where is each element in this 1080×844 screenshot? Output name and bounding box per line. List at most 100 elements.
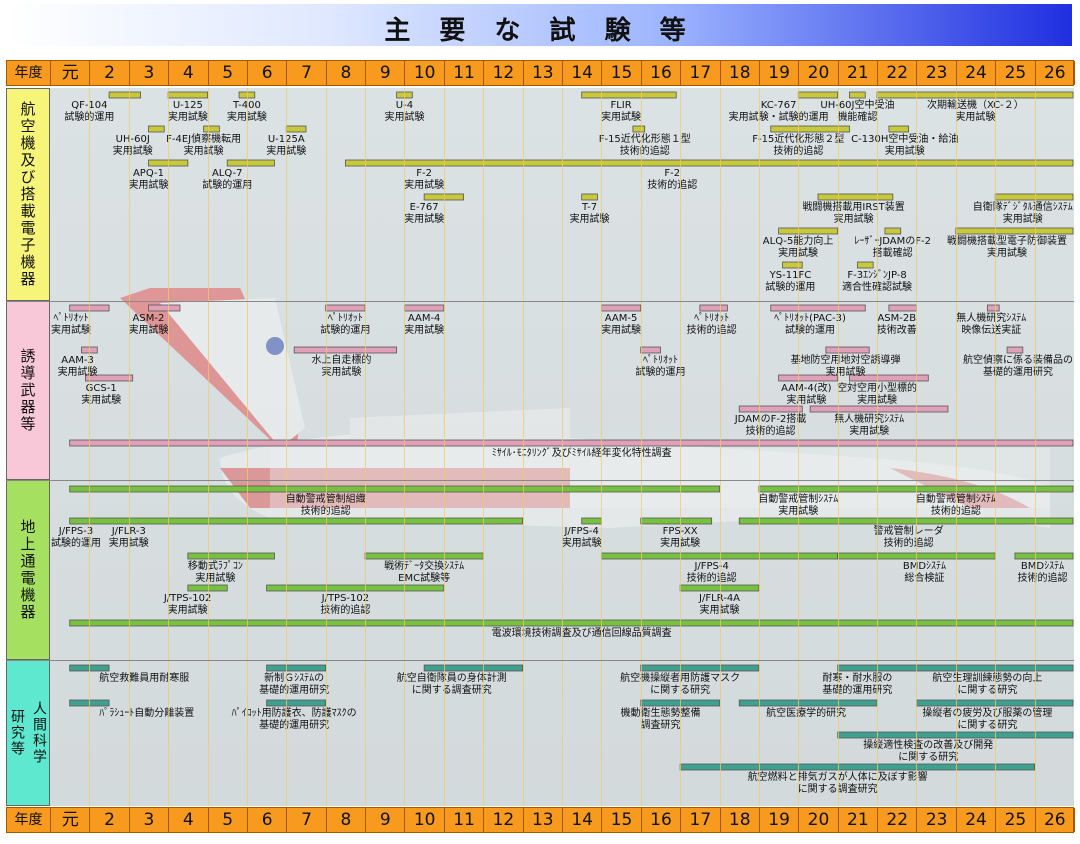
test-item-label: C-130H空中受油・給油 実用試験 xyxy=(851,134,959,157)
test-period-bar xyxy=(884,227,902,235)
year-header-label: 年度 xyxy=(7,61,51,85)
test-period-bar xyxy=(986,304,1000,312)
test-item-label: ﾍﾟﾄﾘｵｯﾄ 試験的運用 xyxy=(320,313,371,336)
year-cell: 6 xyxy=(248,61,288,85)
year-gridline xyxy=(168,88,170,806)
test-item-label: ﾍﾟﾄﾘｵｯﾄ(PAC-3) 試験的運用 xyxy=(774,313,846,336)
year-cell: 24 xyxy=(957,61,997,85)
test-item-label: J/TPS-102 技術的追認 xyxy=(320,593,371,616)
year-gridline xyxy=(601,88,603,806)
year-gridline xyxy=(207,88,209,806)
test-item-label: ﾊﾟｲﾛｯﾄ用防護衣、防護ﾏｽｸの 基礎的運用研究 xyxy=(231,708,357,731)
year-gridline xyxy=(483,88,485,806)
test-item-label: T-7 実用試験 xyxy=(569,202,610,225)
test-item-label: APQ-1 実用試験 xyxy=(128,168,169,191)
test-item-label: JDAMのF-2搭載 技術的追認 xyxy=(734,414,807,437)
title-banner: 主 要 な 試 験 等 xyxy=(8,4,1072,46)
year-cell: 14 xyxy=(563,61,603,85)
year-gridline xyxy=(365,88,367,806)
test-item-label: 航空医療学的研究 xyxy=(766,708,847,719)
year-cell: 23 xyxy=(917,808,957,832)
year-gridline xyxy=(404,88,406,806)
test-item-label: ﾍﾟﾄﾘｵｯﾄ 技術的追認 xyxy=(686,313,737,336)
year-cell: 12 xyxy=(484,808,524,832)
test-item-label: 耐寒・耐水服の 基礎的運用研究 xyxy=(822,673,893,696)
test-item-label: ALQ-5能力向上 実用試験 xyxy=(763,236,834,260)
test-item-label: AAM-4(改) 実用試験 xyxy=(781,383,832,406)
test-item-label: 水上自走標的 実用試験 xyxy=(311,355,372,378)
test-period-bar xyxy=(856,261,874,269)
category-ground: 地上通電機器 xyxy=(6,480,50,660)
test-item-label: F-4EJ偵察機転用 実用試験 xyxy=(166,134,242,157)
year-gridline xyxy=(443,88,445,806)
year-cell: 22 xyxy=(878,61,918,85)
year-cell: 13 xyxy=(524,808,563,832)
test-period-bar xyxy=(1014,552,1074,560)
year-cell: 17 xyxy=(681,61,721,85)
test-item-label: 基地防空用地対空誘導弾 実用試験 xyxy=(790,355,901,378)
test-item-label: 警戒管制レーダ 技術的追認 xyxy=(873,526,944,549)
test-item-label: BMDｼｽﾃﾑ 総合検証 xyxy=(902,561,947,584)
test-item-label: KC-767 実用試験・試験的運用 xyxy=(728,100,829,123)
test-item-label: ﾊﾟﾗｼｭｰﾄ自動分離装置 xyxy=(99,708,195,719)
test-item-label: UH-60J空中受油 機能確認 xyxy=(820,100,895,123)
test-item-label: ﾐｻｲﾙ･ﾓﾆﾀﾘﾝｸﾞ及びﾐｻｲﾙ経年変化特性調査 xyxy=(491,448,672,459)
test-item-label: 電波環境技術調査及び通信回線品質調査 xyxy=(491,628,672,639)
test-item-label: ALQ-7 試験的運用 xyxy=(202,168,253,191)
year-gridline xyxy=(1034,88,1036,806)
year-cell: 26 xyxy=(1036,808,1075,832)
category-guided-label: 誘導武器等 xyxy=(18,348,37,433)
test-period-bar xyxy=(581,193,598,201)
year-cell: 13 xyxy=(524,61,563,85)
test-item-label: AAM-5 実用試験 xyxy=(601,313,642,336)
test-period-bar xyxy=(226,159,275,167)
year-gridline xyxy=(640,88,642,806)
test-item-label: F-2 技術的追認 xyxy=(647,168,698,191)
test-item-label: E-767 実用試験 xyxy=(404,202,445,225)
year-cell: 5 xyxy=(209,808,248,832)
test-item-label: J/FPS-4 技術的追認 xyxy=(686,561,737,584)
test-period-bar xyxy=(187,552,275,560)
year-cell: 12 xyxy=(484,61,524,85)
test-period-bar xyxy=(148,304,181,312)
test-item-label: J/TPS-102 実用試験 xyxy=(163,593,212,616)
test-item-label: 戦闘機搭載用IRST装置 実用試験 xyxy=(802,202,905,225)
year-cell: 26 xyxy=(1036,61,1075,85)
test-item-label: 戦術ﾃﾞｰﾀ交換ｼｽﾃﾑ EMC試験等 xyxy=(384,561,465,584)
year-cell: 4 xyxy=(169,61,209,85)
test-item-label: F-15近代化形態１型 技術的追認 xyxy=(598,134,691,157)
category-guided: 誘導武器等 xyxy=(6,301,50,480)
year-cell: 15 xyxy=(602,61,642,85)
test-item-label: YS-11FC 試験的運用 xyxy=(765,270,816,293)
test-period-bar xyxy=(85,374,134,382)
year-cell: 7 xyxy=(287,61,327,85)
test-item-label: AAM-4 実用試験 xyxy=(404,313,445,336)
test-period-bar xyxy=(849,374,929,382)
year-gridline xyxy=(89,88,91,806)
year-cell: 25 xyxy=(996,808,1036,832)
category-research-label-b: 人間科学 xyxy=(31,701,47,765)
test-period-bar xyxy=(293,346,397,354)
year-gridline xyxy=(562,88,563,806)
test-period-bar xyxy=(581,91,677,99)
year-cell: 8 xyxy=(327,808,367,832)
year-gridline xyxy=(719,88,721,806)
year-cell: 18 xyxy=(721,61,760,85)
test-item-label: 次期輸送機（XC-２） 実用試験 xyxy=(927,100,1024,123)
year-cell: 10 xyxy=(405,808,445,832)
test-period-bar xyxy=(809,405,949,413)
test-item-label: 移動式ﾗﾌﾟｺﾝ 実用試験 xyxy=(187,561,243,584)
year-gridline xyxy=(325,88,327,806)
year-gridline xyxy=(286,88,288,806)
year-cell: 23 xyxy=(917,61,957,85)
test-item-label: FLIR 実用試験 xyxy=(601,100,642,123)
test-period-bar xyxy=(770,125,850,133)
test-period-bar xyxy=(738,405,803,413)
test-item-label: BMDｼｽﾃﾑ 技術的追認 xyxy=(1017,561,1068,584)
year-cell: 20 xyxy=(799,61,839,85)
year-gridline xyxy=(758,88,760,806)
test-item-label: 機動衛生態勢整備 調査研究 xyxy=(620,708,701,731)
test-period-bar xyxy=(817,193,894,201)
